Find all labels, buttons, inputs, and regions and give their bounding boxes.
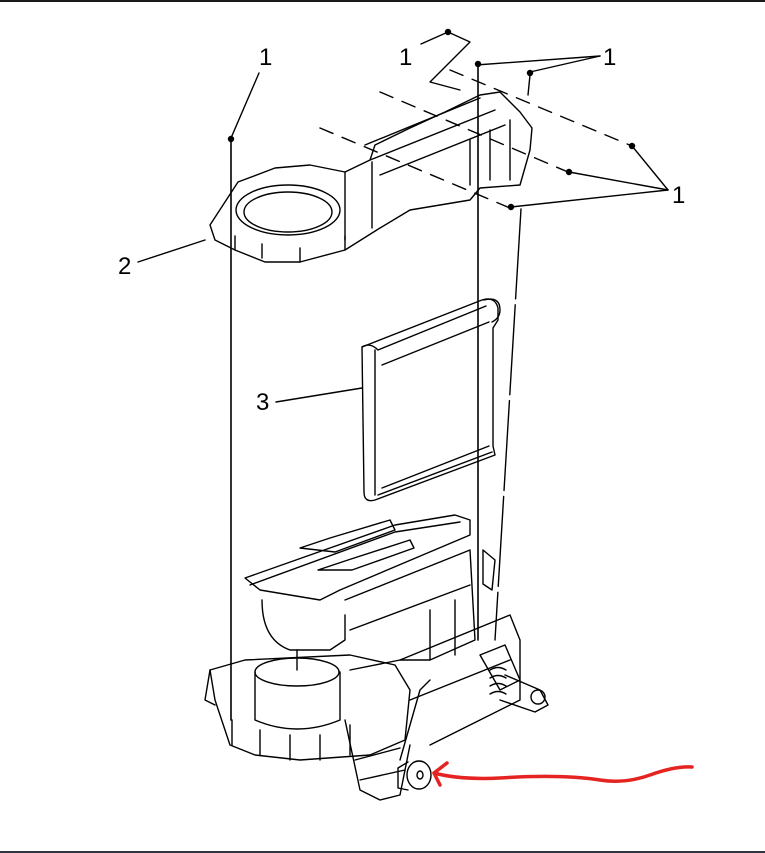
callout-1-left: 1 bbox=[259, 44, 273, 71]
screw-left bbox=[227, 72, 260, 721]
lower-housing bbox=[204, 514, 549, 801]
callout-1-top: 1 bbox=[399, 44, 413, 71]
leader-2 bbox=[137, 239, 206, 263]
screw-guides-right bbox=[319, 28, 669, 641]
bottom-border bbox=[0, 851, 765, 853]
callout-1-upper-right: 1 bbox=[603, 44, 617, 71]
callout-1-right: 1 bbox=[672, 182, 686, 209]
leader-3 bbox=[275, 387, 363, 403]
callout-2: 2 bbox=[118, 253, 132, 280]
upper-case bbox=[209, 91, 533, 263]
actuator-component bbox=[397, 679, 432, 791]
evaporator-core bbox=[361, 298, 501, 502]
annotation-arrow bbox=[432, 761, 694, 787]
callout-3: 3 bbox=[256, 389, 270, 416]
top-border bbox=[0, 0, 765, 2]
